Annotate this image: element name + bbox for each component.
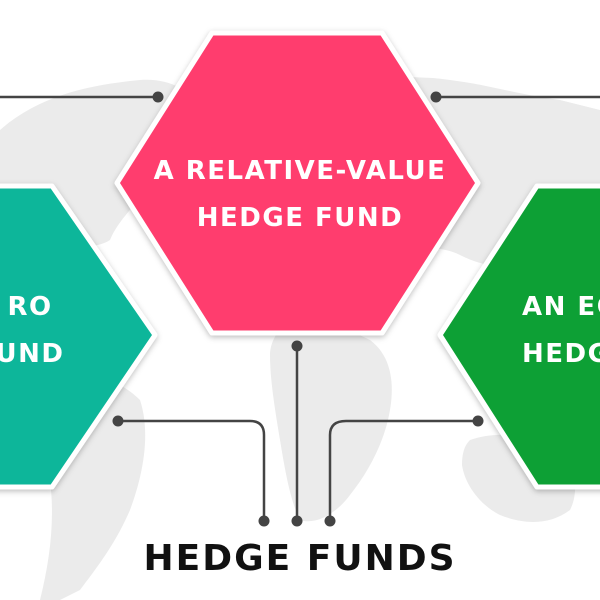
hexagon-center-line-1: A RELATIVE-VALUE	[153, 156, 447, 186]
connector-dot	[291, 515, 303, 527]
hexagon-right	[437, 183, 600, 490]
hexagon-left-label: RO UND	[0, 284, 200, 378]
hexagon-center	[114, 30, 481, 336]
hexagon-right-line-2: HEDGE	[522, 339, 600, 369]
hexagon-center-label: A RELATIVE-VALUE HEDGE FUND	[120, 148, 480, 242]
hexagon-left	[0, 183, 158, 490]
hexagon-right-label: AN EQ HEDGE	[440, 284, 600, 378]
connector-dot	[324, 515, 336, 527]
connectors	[0, 95, 600, 523]
hexagon-center-line-2: HEDGE FUND	[196, 203, 404, 233]
connector-dot	[112, 415, 124, 427]
hexagon-left-line-2: UND	[0, 339, 65, 369]
connector-dot	[291, 340, 303, 352]
connector-dot	[430, 91, 442, 103]
connector-dot	[152, 91, 164, 103]
connector-right-bottom	[328, 419, 480, 523]
connector-dot	[472, 415, 484, 427]
diagram-title: HEDGE FUNDS	[143, 538, 457, 579]
hexagon-left-line-1: RO	[7, 292, 53, 322]
connector-dots	[112, 91, 484, 527]
connector-left-bottom	[116, 419, 266, 523]
hexagon-right-line-1: AN EQ	[522, 292, 600, 322]
connector-dot	[258, 515, 270, 527]
